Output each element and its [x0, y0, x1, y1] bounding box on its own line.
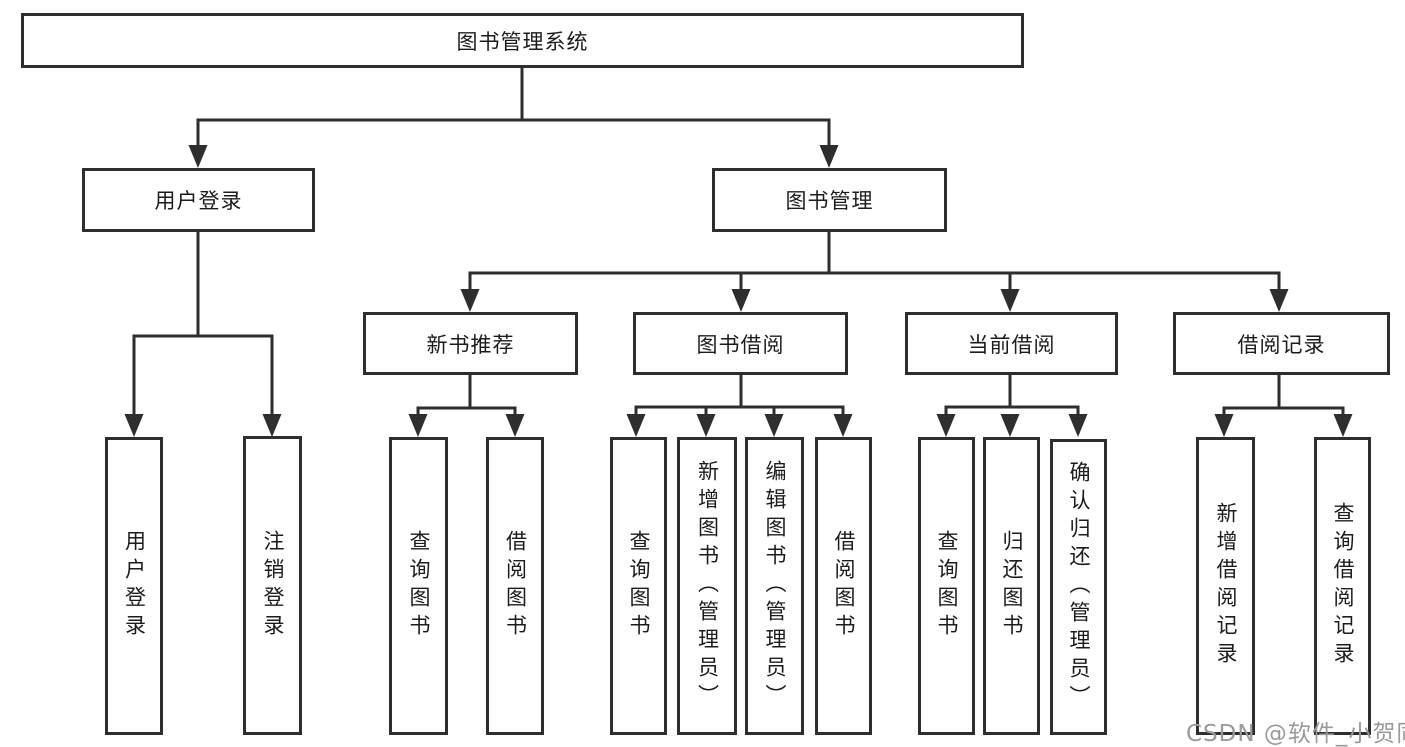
leaf-borrow-books-recommend: 借阅图书 [486, 437, 544, 735]
node-library-management-system: 图书管理系统 [21, 13, 1024, 68]
node-book-management: 图书管理 [712, 168, 947, 232]
connector-segments [132, 68, 1345, 416]
leaf-search-books-recommend: 查询图书 [389, 437, 448, 735]
leaf-search-books-current: 查询图书 [918, 437, 975, 735]
leaf-user-login: 用户登录 [105, 437, 163, 735]
leaf-search-books-borrowing: 查询图书 [610, 437, 667, 735]
node-new-book-recommendation: 新书推荐 [363, 312, 578, 375]
leaf-return-book: 归还图书 [983, 437, 1040, 735]
leaf-edit-book-admin: 编辑图书（管理员） [745, 437, 804, 735]
leaf-add-borrow-record: 新增借阅记录 [1196, 437, 1255, 735]
leaf-logout: 注销登录 [243, 436, 302, 735]
leaf-confirm-return-admin: 确认归还（管理员） [1050, 439, 1107, 735]
node-user-login: 用户登录 [82, 168, 315, 232]
node-borrowing-records: 借阅记录 [1173, 312, 1390, 375]
leaf-add-book-admin: 新增图书（管理员） [677, 437, 737, 735]
node-current-borrowing: 当前借阅 [905, 312, 1118, 375]
watermark: CSDN @软件_小贺同学 [1186, 721, 1405, 747]
leaf-search-borrow-record: 查询借阅记录 [1314, 437, 1371, 735]
arrowheads [124, 145, 1353, 437]
node-book-borrowing: 图书借阅 [633, 312, 848, 375]
leaf-borrow-books-borrowing: 借阅图书 [815, 437, 872, 735]
